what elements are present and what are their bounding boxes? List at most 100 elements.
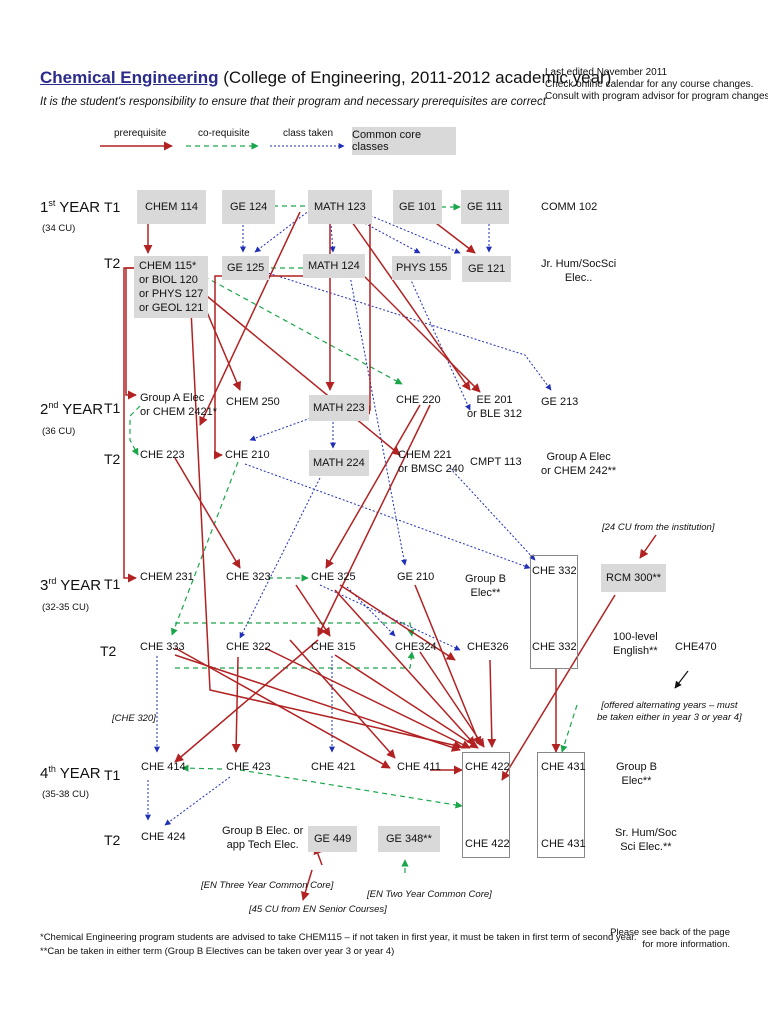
legend-prerequisite-label: prerequisite <box>114 128 167 139</box>
course-che422-t1: CHE 422 <box>465 761 510 773</box>
course-ge213: GE 213 <box>541 396 579 408</box>
co-arrow-11 <box>239 769 463 809</box>
legend-class-taken-label: class taken <box>283 128 334 139</box>
pre-arrow-48 <box>325 404 421 569</box>
course-che414: CHE 414 <box>141 761 186 773</box>
course-math124: MATH 124 <box>303 254 365 278</box>
note-advisor: Consult with program advisor for program… <box>545 91 768 102</box>
course-che431-t1: CHE 431 <box>541 761 586 773</box>
pre-arrow-62 <box>487 659 497 748</box>
tk-arrow-16 <box>254 209 311 253</box>
title-suffix: (College of Engineering, 2011-2012 acade… <box>218 68 612 87</box>
course-ge210: GE 210 <box>397 571 435 583</box>
department-name: Chemical Engineering <box>40 68 219 87</box>
course-phys155: PHYS 155 <box>392 256 452 280</box>
pre-arrow-60 <box>334 654 479 749</box>
course-che470: CHE470 <box>675 641 717 653</box>
note-calendar: Check online calendar for any course cha… <box>545 79 754 90</box>
year-1-term-2: T2 <box>104 255 121 271</box>
course-che421: CHE 421 <box>311 761 356 773</box>
course-che422-t2: CHE 422 <box>465 838 510 850</box>
year-4-term-2: T2 <box>104 832 121 848</box>
course-chem114: CHEM 114 <box>137 190 206 224</box>
pre-arrow-56 <box>264 647 471 749</box>
che431-span-outline <box>537 752 585 858</box>
course-math123: MATH 123 <box>308 190 372 224</box>
course-che423: CHE 423 <box>226 761 271 773</box>
course-rcm300: RCM 300** <box>601 564 667 592</box>
tk-arrow-26 <box>449 467 536 561</box>
tk-arrow-25 <box>244 463 531 569</box>
year-3-cu: (32-35 CU) <box>42 602 89 613</box>
year-4-term-1: T1 <box>104 767 121 783</box>
pre-arrow-40 <box>359 271 481 393</box>
page-subtitle: It is the student's responsibility to en… <box>40 96 546 108</box>
note-24-cu: [24 CU from the institution] <box>602 522 715 533</box>
pre-arrow-49 <box>317 404 431 637</box>
course-che332-t1: CHE 332 <box>532 565 577 577</box>
year-3-term-1: T1 <box>104 576 121 592</box>
tk-arrow-20 <box>264 271 552 391</box>
pre-arrow-46 <box>174 457 241 569</box>
pre-arrow-50 <box>295 584 331 637</box>
course-che220: CHE 220 <box>396 394 441 406</box>
course-math223: MATH 223 <box>309 395 369 421</box>
pre-arrow-45 <box>184 277 401 456</box>
course-cmpt113: CMPT 113 <box>470 456 522 468</box>
year-1-term-1: T1 <box>104 199 121 215</box>
header-notes: Last edited November 2011 Check online c… <box>545 67 768 103</box>
course-che411: CHE 411 <box>397 761 441 773</box>
tk-arrow-23 <box>249 409 334 441</box>
che332-span-outline <box>530 555 578 669</box>
co-arrow-8 <box>175 622 415 637</box>
footnote-single-star: *Chemical Engineering program students a… <box>40 932 637 943</box>
note-en-three-year: [EN Three Year Common Core] <box>201 880 334 891</box>
pre-arrow-51 <box>339 584 456 661</box>
pre-arrow-36 <box>360 207 371 415</box>
pre-arrow-64 <box>501 594 616 781</box>
course-che424: CHE 424 <box>141 831 186 843</box>
course-comm102: COMM 102 <box>541 201 598 213</box>
co-arrow-4 <box>195 271 403 385</box>
pre-arrow-52 <box>334 589 476 746</box>
co-arrow-12 <box>560 704 578 753</box>
note-en-two-year: [EN Two Year Common Core] <box>367 889 492 900</box>
course-ge101: GE 101 <box>393 190 443 224</box>
pre-arrow-55 <box>174 654 461 752</box>
year-2-label: 2nd YEAR <box>40 400 104 418</box>
page-title: Chemical Engineering (College of Enginee… <box>40 68 611 88</box>
tk-arrow-19 <box>351 207 461 254</box>
tk-arrow-29 <box>346 586 396 637</box>
course-che326: CHE326 <box>467 641 509 653</box>
year-1-label: 1st YEAR <box>40 198 101 216</box>
footnote-double-star: **Can be taken in either term (Group B E… <box>40 946 395 957</box>
course-ge121: GE 121 <box>462 256 512 282</box>
che422-span-outline <box>462 752 510 858</box>
pre-arrow-65 <box>639 534 657 559</box>
course-ge125: GE 125 <box>222 256 270 280</box>
pre-arrow-58 <box>174 639 319 763</box>
tk-arrow-21 <box>349 275 407 566</box>
note-che320: [CHE 320] <box>112 713 156 724</box>
co-arrow-10 <box>181 764 223 772</box>
pre-arrow-67 <box>301 869 313 901</box>
pre-arrow-35 <box>431 219 476 254</box>
course-che223: CHE 223 <box>140 449 185 461</box>
pre-arrow-47 <box>189 289 463 750</box>
co-arrow-5 <box>129 405 141 456</box>
year-1-cu: (34 CU) <box>42 223 76 234</box>
year-2-term-1: T1 <box>104 400 121 416</box>
course-che325: CHE 325 <box>311 571 356 583</box>
co-arrow-9 <box>175 651 415 669</box>
